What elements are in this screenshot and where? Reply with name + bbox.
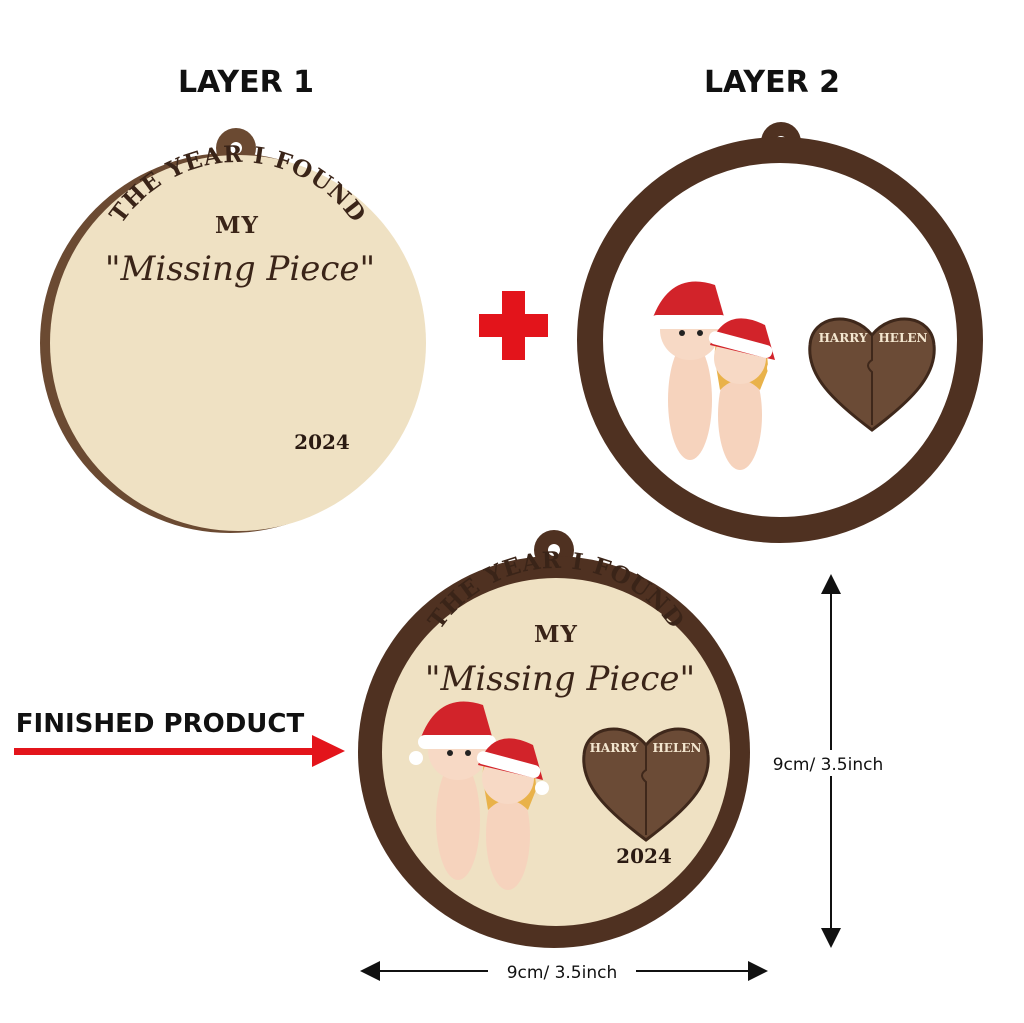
missing-piece-script: "Missing Piece" bbox=[425, 659, 695, 699]
name-left: HARRY bbox=[590, 741, 639, 755]
width-label: 9cm/ 3.5inch bbox=[507, 963, 618, 983]
title-my: MY bbox=[215, 212, 259, 239]
layer1-ornament: THE YEAR I FOUND MY "Missing Piece" 2024 bbox=[40, 128, 426, 533]
finished-ornament: THE YEAR I FOUND MY "Missing Piece" HARR… bbox=[358, 530, 750, 948]
name-right: HELEN bbox=[878, 331, 927, 345]
red-arrow-icon bbox=[14, 735, 345, 767]
title-my: MY bbox=[534, 621, 578, 648]
year: 2024 bbox=[294, 430, 350, 454]
name-right: HELEN bbox=[652, 741, 701, 755]
couple-illustration bbox=[641, 281, 781, 470]
missing-piece-script: "Missing Piece" bbox=[105, 249, 375, 289]
height-label: 9cm/ 3.5inch bbox=[773, 755, 884, 775]
plus-icon bbox=[479, 291, 548, 360]
finished-heading: FINISHED PRODUCT bbox=[16, 709, 305, 739]
layer2-ornament: HARRY HELEN bbox=[577, 122, 983, 543]
layer1-heading: LAYER 1 bbox=[178, 65, 314, 100]
name-left: HARRY bbox=[819, 331, 868, 345]
layer2-heading: LAYER 2 bbox=[704, 65, 840, 100]
year: 2024 bbox=[616, 844, 672, 868]
